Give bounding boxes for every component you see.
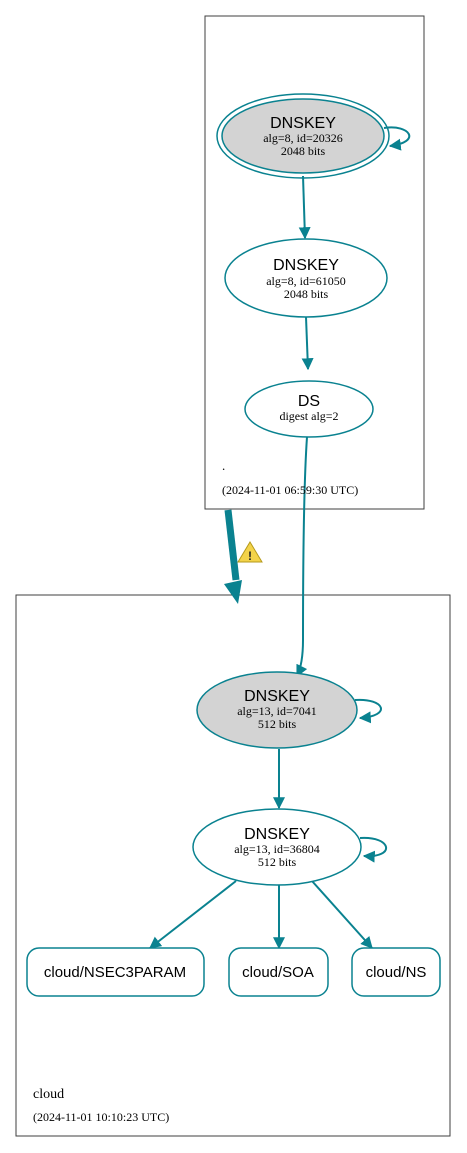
edge-root-ksk-to-zsk [298, 175, 311, 240]
node-root-ksk-type: DNSKEY [270, 115, 336, 132]
node-cloud-ksk[interactable]: DNSKEY alg=13, id=7041 512 bits [196, 671, 358, 749]
edge-root-ksk-self [383, 126, 411, 151]
edges [149, 126, 411, 950]
node-root-zsk-type: DNSKEY [273, 257, 339, 274]
node-root-ksk-line2: 2048 bits [281, 144, 326, 158]
node-root-zsk-line1: alg=8, id=61050 [266, 274, 346, 288]
edge-cloud-ksk-self [354, 698, 382, 724]
edge-zsk-to-ns [311, 880, 373, 949]
zone-root-name: . [222, 458, 225, 473]
node-root-ksk-line1: alg=8, id=20326 [263, 131, 343, 145]
node-rr-nsec3param-label: cloud/NSEC3PARAM [44, 964, 186, 981]
edge-ds-to-cloud-ksk [296, 436, 308, 678]
node-cloud-ksk-line1: alg=13, id=7041 [237, 704, 317, 718]
edge-cloud-zsk-self [359, 836, 387, 863]
edge-zsk-to-nsec3param [149, 880, 237, 949]
node-root-ksk[interactable]: DNSKEY alg=8, id=20326 2048 bits [216, 93, 390, 179]
warning-triangle-icon[interactable]: ! [237, 541, 263, 563]
node-root-zsk-line2: 2048 bits [284, 287, 329, 301]
node-cloud-zsk-line1: alg=13, id=36804 [234, 842, 320, 856]
zone-cloud-timestamp: (2024-11-01 10:10:23 UTC) [33, 1110, 169, 1124]
node-root-ds-line1: digest alg=2 [279, 409, 338, 423]
node-rr-soa-label: cloud/SOA [242, 964, 314, 981]
delegation-arrow [224, 509, 242, 604]
node-root-zsk[interactable]: DNSKEY alg=8, id=61050 2048 bits [224, 238, 388, 318]
node-root-ds[interactable]: DS digest alg=2 [244, 380, 374, 438]
node-root-ds-type: DS [298, 393, 320, 410]
node-rr-ns[interactable]: cloud/NS [351, 947, 441, 997]
zone-root-timestamp: (2024-11-01 06:59:30 UTC) [222, 483, 358, 497]
node-rr-ns-label: cloud/NS [366, 964, 427, 981]
node-rr-nsec3param[interactable]: cloud/NSEC3PARAM [26, 947, 205, 997]
zone-root-box [204, 15, 425, 510]
node-rr-soa[interactable]: cloud/SOA [228, 947, 329, 997]
node-cloud-zsk-line2: 512 bits [258, 855, 297, 869]
warning-symbol: ! [248, 549, 252, 563]
node-cloud-zsk-type: DNSKEY [244, 826, 310, 843]
zone-cloud-name: cloud [33, 1087, 64, 1102]
node-cloud-zsk[interactable]: DNSKEY alg=13, id=36804 512 bits [192, 808, 362, 886]
node-cloud-ksk-line2: 512 bits [258, 717, 297, 731]
edge-root-zsk-to-ds [301, 316, 314, 371]
node-cloud-ksk-type: DNSKEY [244, 688, 310, 705]
